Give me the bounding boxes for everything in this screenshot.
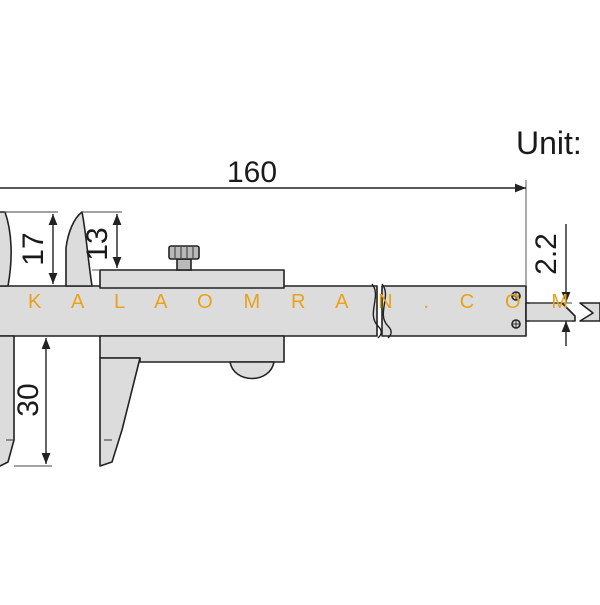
- fixed-upper-jaw: [0, 211, 12, 287]
- unit-label: Unit:: [516, 125, 582, 161]
- fixed-lower-jaw: [0, 335, 15, 467]
- thumb-screw-stem: [176, 258, 192, 271]
- main-beam-end: [381, 285, 527, 337]
- break-line-right: [381, 283, 392, 339]
- break-line-left: [371, 283, 382, 339]
- depth-rod-tip: [579, 302, 600, 322]
- thumb-screw-knob: [168, 245, 200, 260]
- main-beam: [0, 285, 378, 337]
- dim-lower-jaw-depth: 30: [12, 383, 45, 416]
- dim-blade-thickness: 2.2: [530, 233, 563, 275]
- dim-upper-jaw-inner: 13: [81, 227, 114, 260]
- slider-top: [99, 269, 285, 289]
- thumb-wheel: [229, 361, 275, 380]
- dim-overall-length: 160: [227, 156, 277, 189]
- sliding-lower-jaw: [99, 357, 141, 467]
- dim-upper-jaw-outer: 17: [17, 232, 50, 265]
